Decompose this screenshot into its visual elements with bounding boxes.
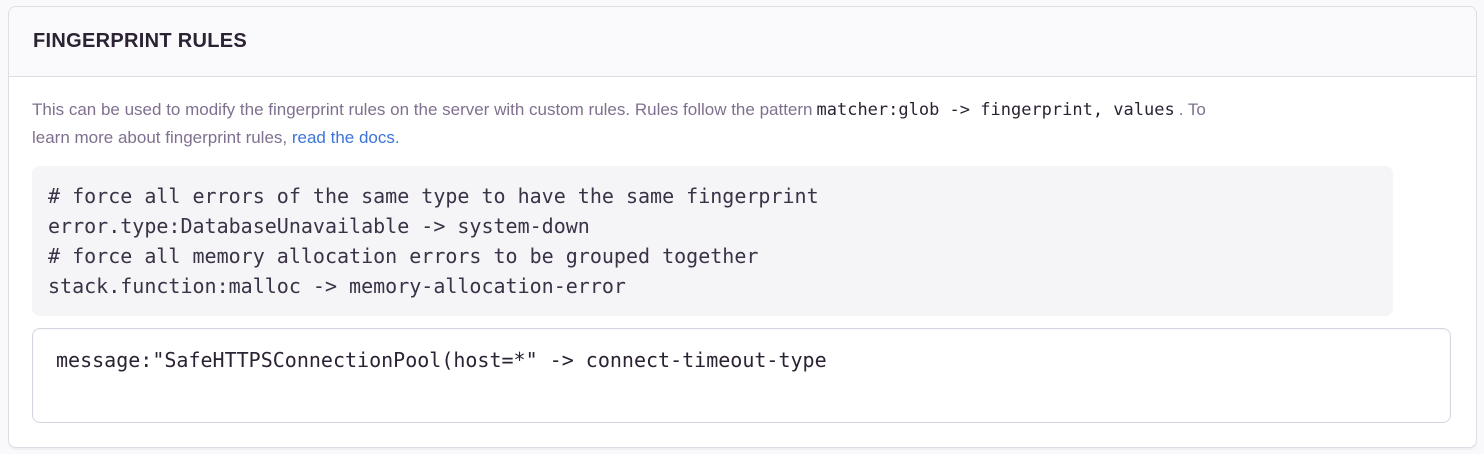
description-text-1: This can be used to modify the fingerpri… [32, 100, 813, 119]
settings-page: FINGERPRINT RULES This can be used to mo… [8, 6, 1477, 448]
pattern-inline-code: matcher:glob -> fingerprint, values [816, 100, 1175, 120]
panel-description-block: This can be used to modify the fingerpri… [32, 96, 1393, 316]
read-the-docs-link[interactable]: read the docs. [291, 128, 400, 147]
description-text-3: learn more about fingerprint rules, [32, 128, 292, 147]
panel-description: This can be used to modify the fingerpri… [32, 96, 1393, 152]
fingerprint-rules-textarea[interactable]: message:"SafeHTTPSConnectionPool(host=*"… [32, 328, 1451, 423]
fingerprint-rules-panel: FINGERPRINT RULES This can be used to mo… [8, 6, 1477, 448]
description-text-2: . To [1178, 100, 1206, 119]
panel-body: This can be used to modify the fingerpri… [9, 77, 1476, 447]
example-code-block: # force all errors of the same type to h… [32, 166, 1393, 316]
panel-header: FINGERPRINT RULES [9, 7, 1476, 77]
panel-title: FINGERPRINT RULES [33, 30, 247, 52]
